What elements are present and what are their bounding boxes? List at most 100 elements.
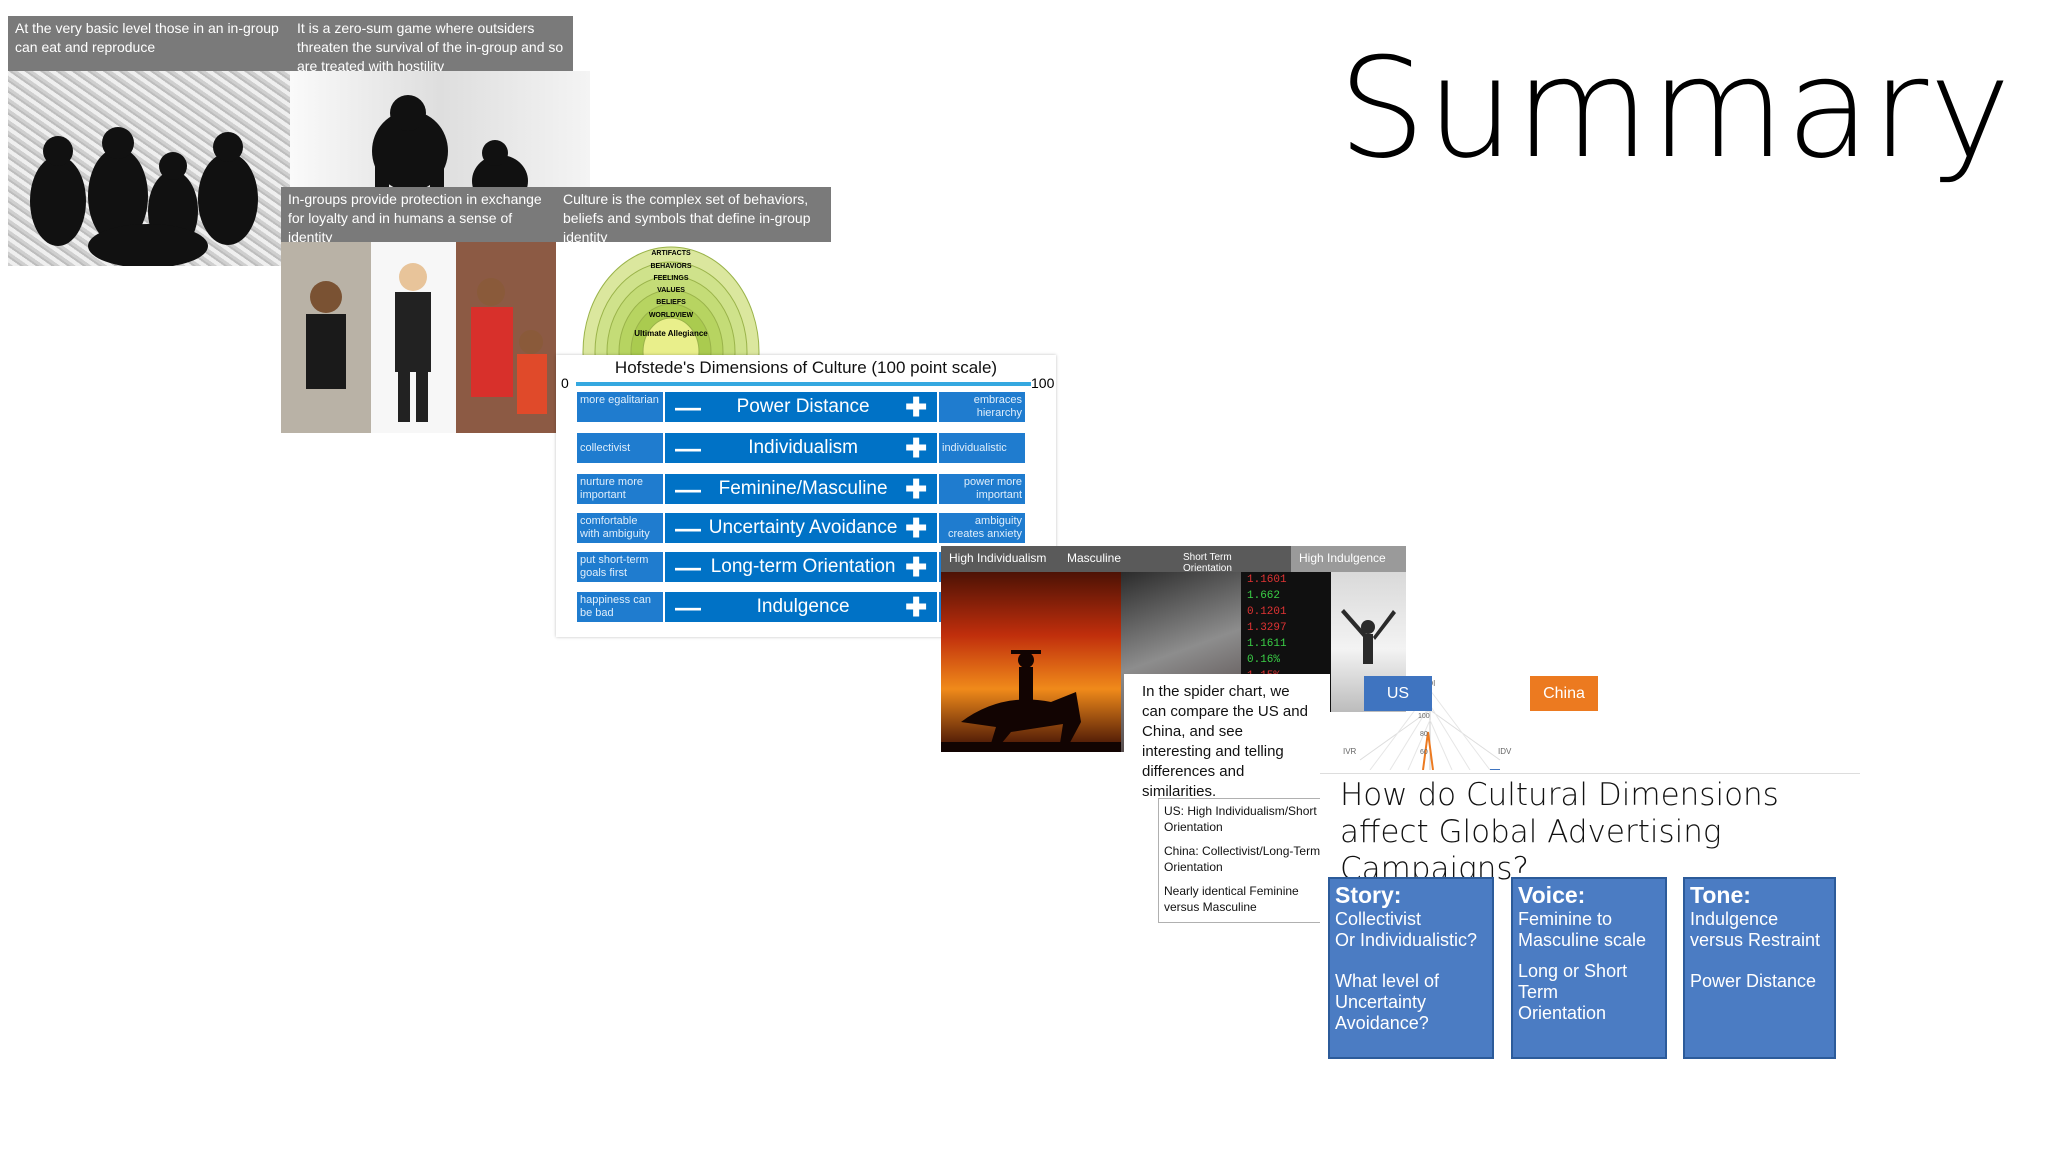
card-line: Indulgence [1690,909,1779,929]
card-line: Orientation [1518,1003,1607,1023]
legend-china: China [1530,676,1598,711]
hofstede-title: Hofstede's Dimensions of Culture (100 po… [614,358,998,377]
note-china: China: Collectivist/Long-Term Orientatio… [1164,844,1321,874]
minus-icon: — [675,433,701,463]
ticker-value: 1.662 [1247,590,1281,602]
dimension-low-label: collectivist [576,432,664,464]
minus-icon: — [675,552,701,582]
dimension-high-label: power more important [938,473,1026,505]
radar-tick: 100 [1418,713,1430,720]
spider-chart-description: In the spider chart, we can compare the … [1124,674,1330,810]
dimension-bar: — Uncertainty Avoidance ✚ [664,512,938,544]
slide-culture-examples: High Individualism Masculine Short Term … [941,546,1406,756]
dimension-high-label: individualistic [938,432,1026,464]
card-tone: Tone: Indulgence versus Restraint Power … [1683,877,1836,1059]
radar-label-ivr: IVR [1343,747,1357,756]
card-line: Term [1518,982,1558,1002]
dimension-label: Power Distance [736,396,870,417]
radar-tick: 80 [1420,731,1428,738]
onion-values: VALUES [657,287,685,294]
card-title: Tone: [1690,882,1751,908]
dimension-label: Uncertainty Avoidance [708,517,898,538]
dimension-row: comfortable with ambiguity — Uncertainty … [576,512,1026,544]
card-line: What level of [1335,971,1440,991]
dimension-low-label: happiness can be bad [576,591,664,623]
plus-icon: ✚ [905,474,927,504]
plus-icon: ✚ [905,433,927,463]
dimension-row: more egalitarian —Power Distance✚ embrac… [576,391,1026,423]
ticker-value: 1.3297 [1247,622,1287,634]
card-story: Story: Collectivist Or Individualistic? … [1328,877,1494,1059]
dimension-bar: —Power Distance✚ [664,391,938,423]
plus-icon: ✚ [905,592,927,622]
dimension-label: Feminine/Masculine [718,478,888,499]
page-title: Summary [1338,28,2012,189]
tab-high-individualism: High Individualism [941,546,1059,572]
card-line: Uncertainty [1335,992,1427,1012]
dimension-bar: — Long-term Orientation ✚ [664,551,938,583]
caption-zero-sum: It is a zero-sum game where outsiders th… [290,16,573,74]
ticker-value: 0.1201 [1247,606,1287,618]
card-line: Or Individualistic? [1335,930,1478,950]
onion-ultimate: Ultimate Allegiance [634,329,708,338]
tab-masculine: Masculine [1059,546,1175,572]
card-line: Avoidance? [1335,1013,1429,1033]
dimension-bar: — Feminine/Masculine ✚ [664,473,938,505]
chimp-single-photo [290,71,590,201]
onion-artifacts: ARTIFACTS [651,250,691,257]
dimension-label: Indulgence [756,596,850,617]
dimension-bar: —Indulgence✚ [664,591,938,623]
card-line: versus Restraint [1690,930,1821,950]
tab-short-term: Short Term Orientation [1175,546,1291,574]
slide-ingroup-chimps: At the very basic level those in an in-g… [8,16,590,266]
slide-hofstede-dimensions: Hofstede's Dimensions of Culture (100 po… [556,355,1056,637]
card-line: Masculine scale [1518,930,1647,950]
radar-label-idv: IDV [1498,747,1512,756]
caption-protection-loyalty: In-groups provide protection in exchange… [281,187,556,245]
ticker-value: 0.16% [1247,654,1281,666]
dimension-high-label: ambiguity creates anxiety [938,512,1026,544]
dimension-label: Long-term Orientation [710,556,896,577]
dimension-low-label: comfortable with ambiguity [576,512,664,544]
dimension-row: nurture more important — Feminine/Masculi… [576,473,1026,505]
onion-worldview: WORLDVIEW [649,312,694,319]
plus-icon: ✚ [905,513,927,543]
minus-icon: — [675,474,701,504]
advertising-question: How do Cultural Dimensions affect Global… [1340,777,1779,887]
dimension-row: collectivist —Individualism✚ individuali… [576,432,1026,464]
caption-culture-definition: Culture is the complex set of behaviors,… [556,187,831,245]
ticker-value: 1.1601 [1247,574,1287,586]
scale-max: 100 [1031,375,1055,391]
scale-min: 0 [561,375,569,391]
dimension-bar: —Individualism✚ [664,432,938,464]
comparison-notes: US: High Individualism/Short Term Orient… [1158,798,1323,923]
note-feminine-masculine: Nearly identical Feminine versus Masculi… [1164,884,1299,914]
legend-us: US [1364,676,1432,711]
onion-beliefs: BELIEFS [656,299,686,306]
dimension-low-label: put short-term goals first [576,551,664,583]
onion-behaviors: BEHAVIORS [650,263,691,270]
minus-icon: — [675,392,701,422]
card-title: Voice: [1518,882,1586,908]
caption-eat-reproduce: At the very basic level those in an in-g… [8,16,290,71]
slide-advertising-question: How do Cultural Dimensions affect Global… [1320,773,1860,1063]
card-line: Feminine to [1518,909,1613,929]
ticker-value: 1.1611 [1247,638,1287,650]
plus-icon: ✚ [905,552,927,582]
card-line: Long or Short [1518,961,1628,981]
onion-feelings: FEELINGS [653,275,688,282]
dimension-low-label: more egalitarian [576,391,664,423]
dimension-low-label: nurture more important [576,473,664,505]
note-us: US: High Individualism/Short Term Orient… [1164,804,1322,834]
tab-high-indulgence: High Indulgence [1291,546,1406,572]
card-line: Power Distance [1690,971,1817,991]
children-photos [281,242,556,433]
card-line: Collectivist [1335,909,1422,929]
card-title: Story: [1335,882,1402,908]
chimp-group-photo [8,71,290,266]
radar-tick: 60 [1420,749,1428,756]
cowboy-sunset-photo [941,572,1121,752]
dimension-high-label: embraces hierarchy [938,391,1026,423]
minus-icon: — [675,513,701,543]
card-voice: Voice: Feminine to Masculine scale Long … [1511,877,1667,1059]
